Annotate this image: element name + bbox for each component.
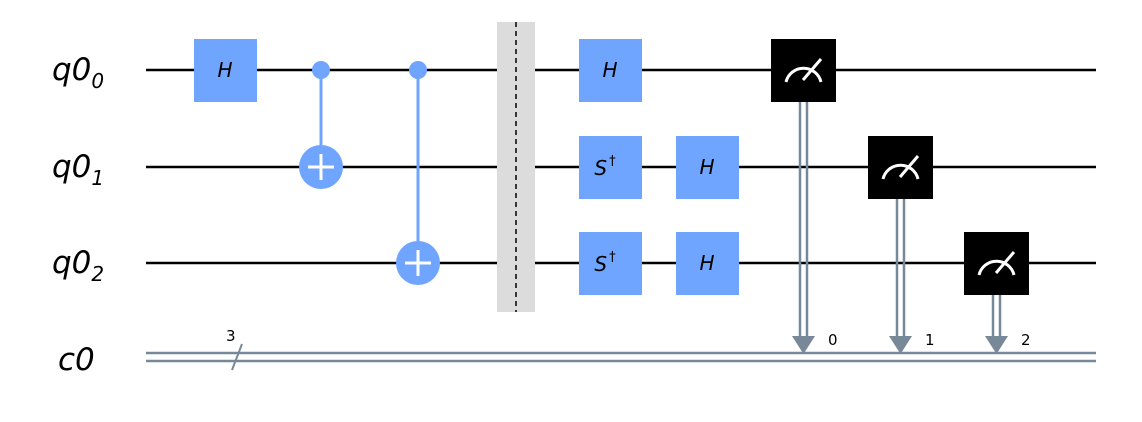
sdg-gate-q2: S† bbox=[579, 232, 642, 295]
measure-bit-label-0: 0 bbox=[828, 331, 838, 349]
svg-text:S†: S† bbox=[594, 154, 616, 180]
control-dot bbox=[312, 61, 330, 79]
arrow-down-icon bbox=[792, 336, 815, 354]
arrow-down-icon bbox=[889, 336, 912, 354]
h-gate-q1: H bbox=[676, 136, 739, 199]
cnot-q0-q1 bbox=[299, 61, 343, 189]
h-gate-q0: H bbox=[194, 39, 257, 102]
measure-bit-label-1: 1 bbox=[925, 331, 935, 349]
control-dot bbox=[409, 61, 427, 79]
qubit-label-1: q01 bbox=[52, 149, 104, 190]
meter-icon bbox=[977, 251, 1016, 276]
qubit-label-0: q00 bbox=[52, 52, 104, 93]
svg-text:H: H bbox=[602, 58, 617, 82]
measure-q2: 2 bbox=[964, 232, 1031, 354]
meter-icon bbox=[784, 58, 823, 83]
register-width-slash bbox=[231, 343, 243, 371]
classical-wire bbox=[146, 351, 1096, 363]
qubit-label-2: q02 bbox=[52, 245, 104, 286]
svg-text:S†: S† bbox=[594, 250, 616, 276]
meter-icon bbox=[881, 155, 920, 180]
barrier bbox=[497, 22, 535, 312]
svg-text:H: H bbox=[699, 251, 714, 275]
arrow-down-icon bbox=[985, 336, 1008, 354]
sdg-gate-q1: S† bbox=[579, 136, 642, 199]
classical-register-label: c0 bbox=[58, 342, 95, 378]
measure-q0: 0 bbox=[771, 39, 838, 354]
measure-bit-label-2: 2 bbox=[1021, 331, 1031, 349]
svg-text:H: H bbox=[699, 155, 714, 179]
h-gate-q0-post: H bbox=[579, 39, 642, 102]
target-plus-icon bbox=[396, 241, 440, 285]
cnot-q0-q2 bbox=[396, 61, 440, 285]
h-gate-q2: H bbox=[676, 232, 739, 295]
target-plus-icon bbox=[299, 145, 343, 189]
register-width-label: 3 bbox=[226, 327, 236, 345]
svg-text:H: H bbox=[217, 58, 232, 82]
measure-q1: 1 bbox=[868, 136, 935, 354]
